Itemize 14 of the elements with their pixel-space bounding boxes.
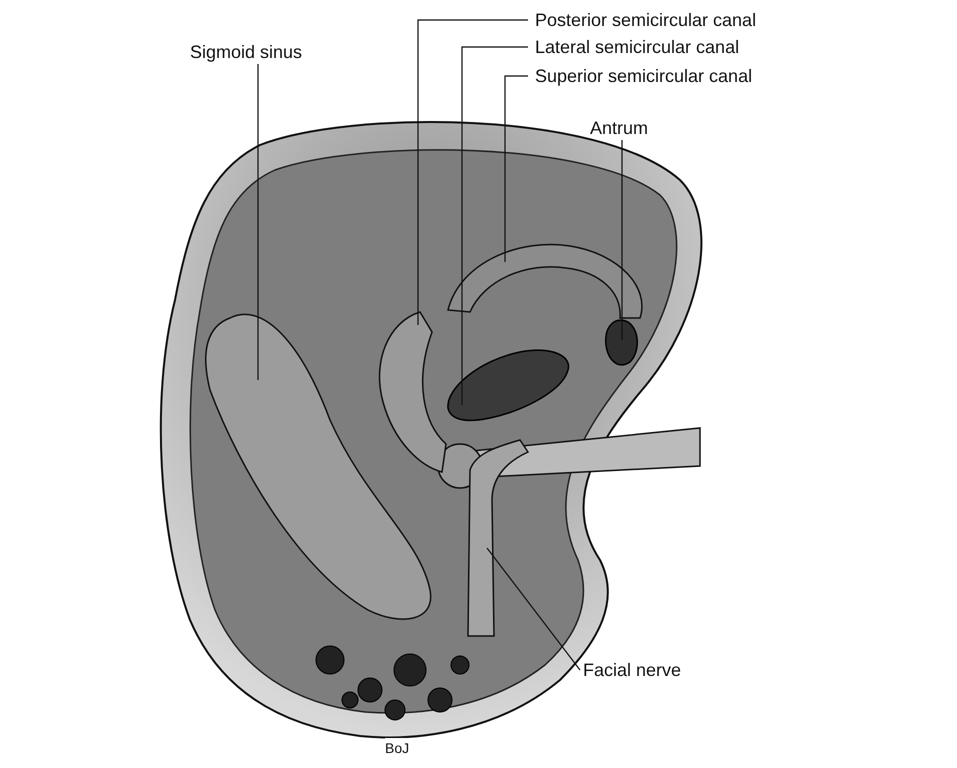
- antrum: [605, 319, 638, 366]
- posterior-canal: [378, 311, 447, 473]
- leader-line: [257, 64, 259, 380]
- leader-line: [504, 75, 528, 262]
- part-label: Superior semicircular canal: [535, 66, 752, 86]
- leader-line: [621, 140, 623, 340]
- lateral-canal: [447, 350, 570, 422]
- part-label: Sigmoid sinus: [190, 42, 302, 62]
- facial-nerve: [467, 439, 529, 637]
- superior-canal: [447, 244, 642, 319]
- leader-line: [486, 548, 580, 670]
- leader-line: [417, 19, 528, 325]
- sigmoid-sinus: [205, 314, 432, 620]
- leader-line: [461, 46, 528, 405]
